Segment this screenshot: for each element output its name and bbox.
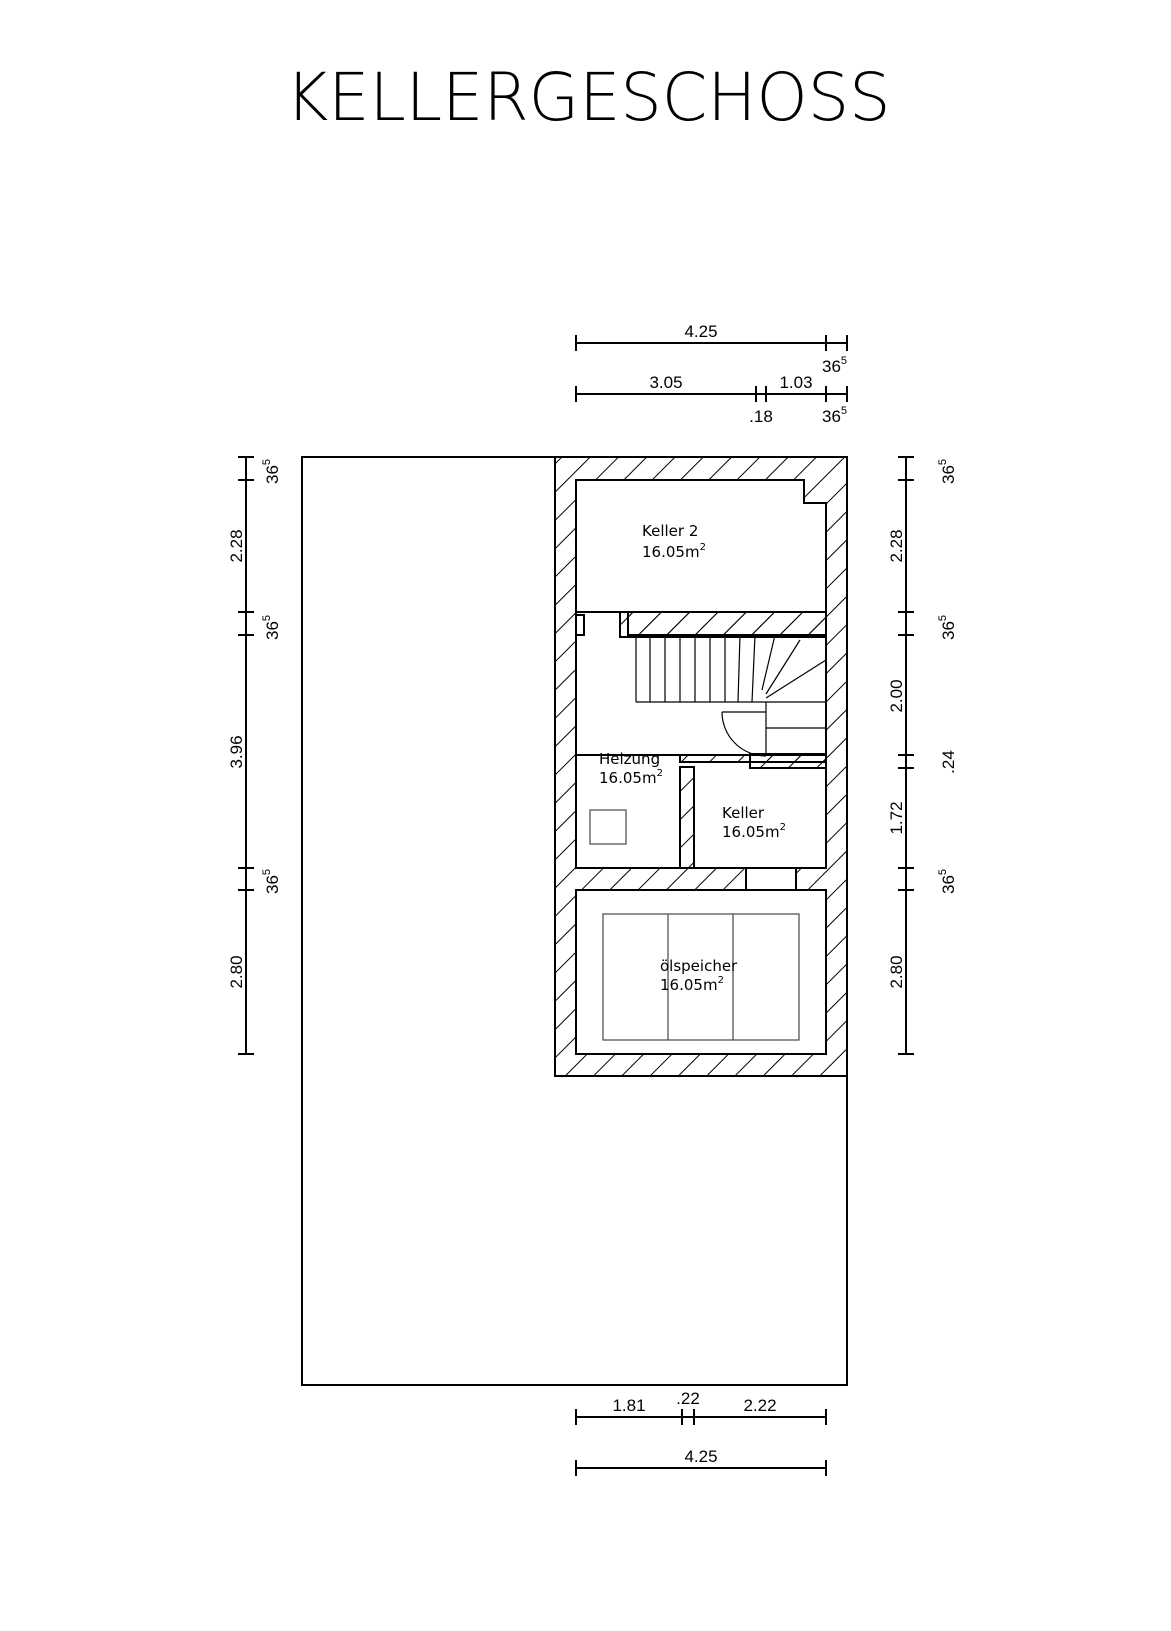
room-area: 16.05m2 [642,542,706,561]
oil-tanks [602,913,800,1041]
dim-top-seg-2: .18 [749,407,773,426]
dim-bottom-overall: 4.25 [684,1447,717,1466]
basement-walls [554,456,848,1077]
dimension-left: 2.28 3.96 2.80 365 365 365 [227,456,282,1055]
room-heizung: Heizung 16.05m2 [599,750,663,787]
dim-top-wall-2: 365 [822,405,847,426]
door-swing [721,711,767,757]
dim-left-wall-2: 365 [261,615,282,640]
dim-bottom-seg-1: 1.81 [612,1396,645,1415]
dim-left-1: 2.28 [227,529,246,562]
room-name: Keller [722,804,765,822]
room-area: 16.05m2 [599,768,663,787]
dimension-top: 4.25 365 3.05 .18 1.03 365 [575,322,848,426]
dim-right-2: 2.00 [887,679,906,712]
dim-right-wall-3: 365 [937,869,958,894]
room-name: Keller 2 [642,522,698,540]
dim-bottom-seg-2: .22 [676,1389,700,1408]
stair-slab [627,611,827,636]
dimension-right: 2.28 2.00 .24 1.72 2.80 365 365 365 [887,456,958,1055]
room-keller-2: Keller 2 16.05m2 [642,522,706,561]
dim-top-seg-1: 3.05 [649,373,682,392]
plan-title: KELLERGESCHOSS [286,59,891,136]
dim-right-1: 2.28 [887,529,906,562]
dim-bottom-seg-3: 2.22 [743,1396,776,1415]
room-area: 16.05m2 [722,822,786,841]
room-area: 16.05m2 [660,975,724,994]
dim-right-wall-1: 365 [937,459,958,484]
door-opening [745,867,797,891]
dim-right-4: 1.72 [887,801,906,834]
dim-top-seg-3: 1.03 [779,373,812,392]
keller-wall-top [749,753,827,769]
dim-top-overall: 4.25 [684,322,717,341]
door-niche-left [575,614,585,636]
dim-right-wall-2: 365 [937,615,958,640]
dimension-bottom: 1.81 .22 2.22 4.25 [575,1389,827,1476]
room-name: ölspeicher [660,957,738,975]
room-oelspeicher: ölspeicher 16.05m2 [660,957,738,994]
room-name: Heizung [599,750,660,768]
dim-top-wall: 365 [822,355,847,376]
room-keller: Keller 16.05m2 [722,804,786,841]
dim-left-wall-1: 365 [261,459,282,484]
dim-left-2: 3.96 [227,735,246,768]
dim-right-3: .24 [939,750,958,774]
heizung-wall [679,766,695,869]
boiler-symbol [589,809,627,845]
dim-left-wall-3: 365 [261,869,282,894]
staircase [635,634,827,755]
dim-left-3: 2.80 [227,955,246,988]
dim-right-5: 2.80 [887,955,906,988]
